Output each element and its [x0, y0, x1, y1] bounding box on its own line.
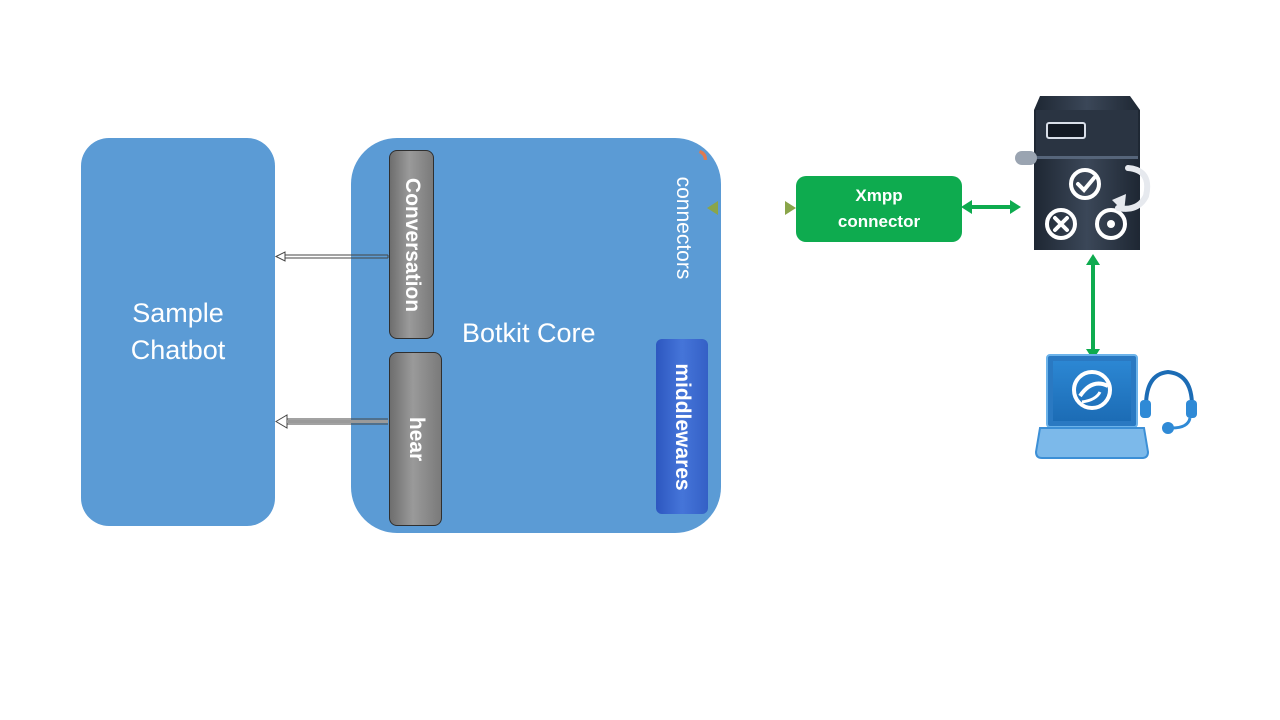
- sample-chatbot-box: Sample Chatbot: [81, 138, 275, 526]
- server-check-icon: [1015, 96, 1151, 250]
- botkit-core-label: Botkit Core: [462, 318, 596, 348]
- laptop-headset-icon: [1034, 354, 1197, 459]
- server-to-laptop-arrow: [1086, 254, 1100, 360]
- conversation-to-chatbot-arrow: [274, 251, 389, 262]
- hear-module: hear: [389, 352, 442, 526]
- conversation-module: Conversation: [389, 150, 434, 339]
- xmpp-to-server-arrow: [961, 200, 1021, 214]
- sample-chatbot-label: Sample Chatbot: [130, 298, 226, 365]
- xmpp-connector-label: Xmpp connector: [837, 186, 921, 231]
- connector-corner-mark: [699, 150, 707, 160]
- connectors-to-xmpp-arrow: [707, 201, 796, 215]
- middlewares-module: middlewares: [656, 339, 708, 514]
- hear-to-chatbot-arrow: [275, 414, 388, 429]
- xmpp-connector-box: Xmpp connector: [796, 176, 962, 242]
